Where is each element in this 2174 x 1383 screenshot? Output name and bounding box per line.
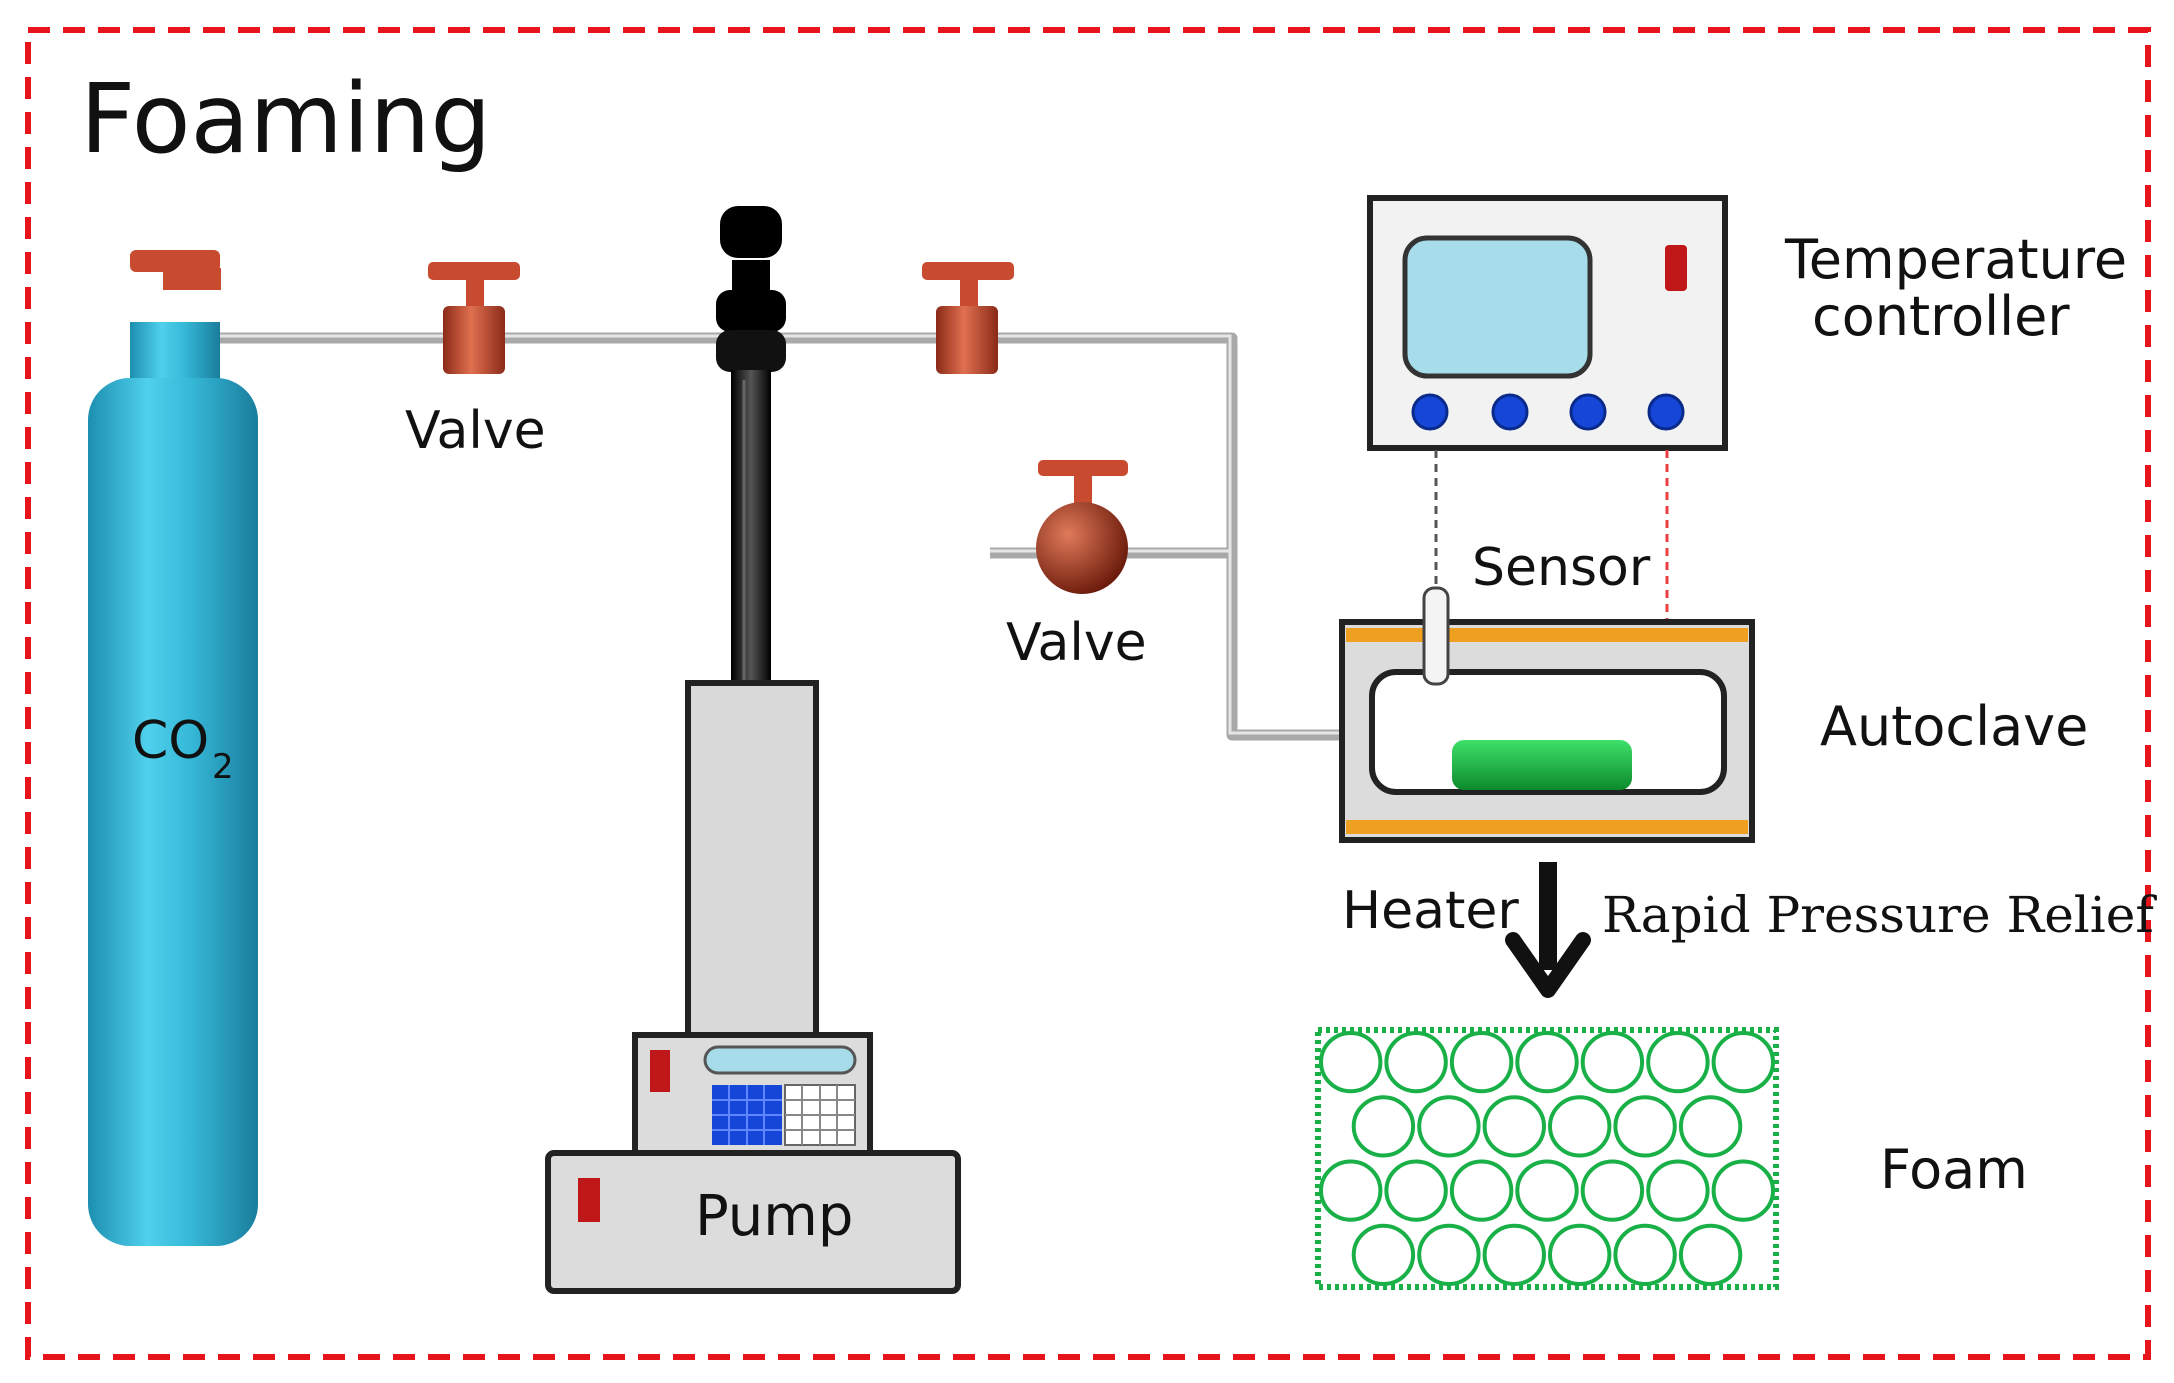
- foam-cell: [1646, 1031, 1710, 1094]
- foam-cell: [1678, 1223, 1743, 1287]
- controller-knobs: [1411, 393, 1685, 431]
- foam-cell: [1548, 1095, 1612, 1158]
- foam-icon: [1315, 1027, 1779, 1290]
- autoclave-icon: [1339, 619, 1755, 843]
- foam-cell: [1384, 1159, 1448, 1222]
- temperature-controller-icon: [1367, 195, 1728, 451]
- foam-cell: [1580, 1159, 1645, 1222]
- valve-label-2: Valve: [1006, 613, 1147, 673]
- sensor-probe: [1422, 586, 1450, 686]
- pump-controller: [632, 1032, 873, 1156]
- frame-border: [25, 27, 2151, 1360]
- foam-cell: [1613, 1223, 1677, 1287]
- foam-cell: [1319, 1031, 1383, 1094]
- foam-cell: [1482, 1095, 1547, 1158]
- foam-cell: [1711, 1159, 1776, 1222]
- diagram-title: Foaming: [80, 63, 491, 175]
- foam-cell: [1351, 1223, 1416, 1287]
- foam-cell: [1449, 1159, 1514, 1222]
- sample-icon: [1452, 740, 1632, 790]
- foam-cell: [1351, 1095, 1416, 1158]
- valve-icon: [428, 262, 520, 374]
- foam-cell: [1417, 1095, 1481, 1158]
- foam-cell: [1319, 1159, 1383, 1222]
- temperature-label-line2: controller: [1812, 285, 2070, 348]
- valve-label-1: Valve: [405, 401, 546, 461]
- foam-cell: [1482, 1223, 1547, 1287]
- relief-label: Rapid Pressure Relief: [1602, 886, 2157, 944]
- foam-cell: [1580, 1031, 1645, 1094]
- foam-cell: [1449, 1031, 1514, 1094]
- foam-cell: [1417, 1223, 1481, 1287]
- co2-label: CO: [132, 711, 209, 771]
- heater-label: Heater: [1342, 881, 1519, 941]
- valve-icon-2: [922, 262, 1014, 374]
- pump-icon: [545, 1150, 961, 1294]
- foam-cell: [1515, 1031, 1579, 1094]
- ball-valve-icon: [1036, 460, 1128, 594]
- co2-subscript: 2: [212, 747, 234, 787]
- foam-label: Foam: [1880, 1138, 2028, 1201]
- pump-cylinder: [685, 680, 819, 1040]
- autoclave-label: Autoclave: [1820, 695, 2088, 758]
- foam-cell: [1548, 1223, 1612, 1287]
- foam-cell: [1384, 1031, 1448, 1094]
- sensor-label: Sensor: [1472, 538, 1651, 598]
- pump-rod: [716, 206, 786, 680]
- foam-cell: [1646, 1159, 1710, 1222]
- pump-label: Pump: [695, 1184, 853, 1249]
- co2-cylinder-icon: [88, 250, 258, 1246]
- foam-cell: [1613, 1095, 1677, 1158]
- temperature-label-line1: Temperature: [1784, 228, 2127, 291]
- foam-cell: [1711, 1031, 1776, 1094]
- foam-cell: [1678, 1095, 1743, 1158]
- foam-cell: [1515, 1159, 1579, 1222]
- arrow-down-icon: [1505, 862, 1591, 998]
